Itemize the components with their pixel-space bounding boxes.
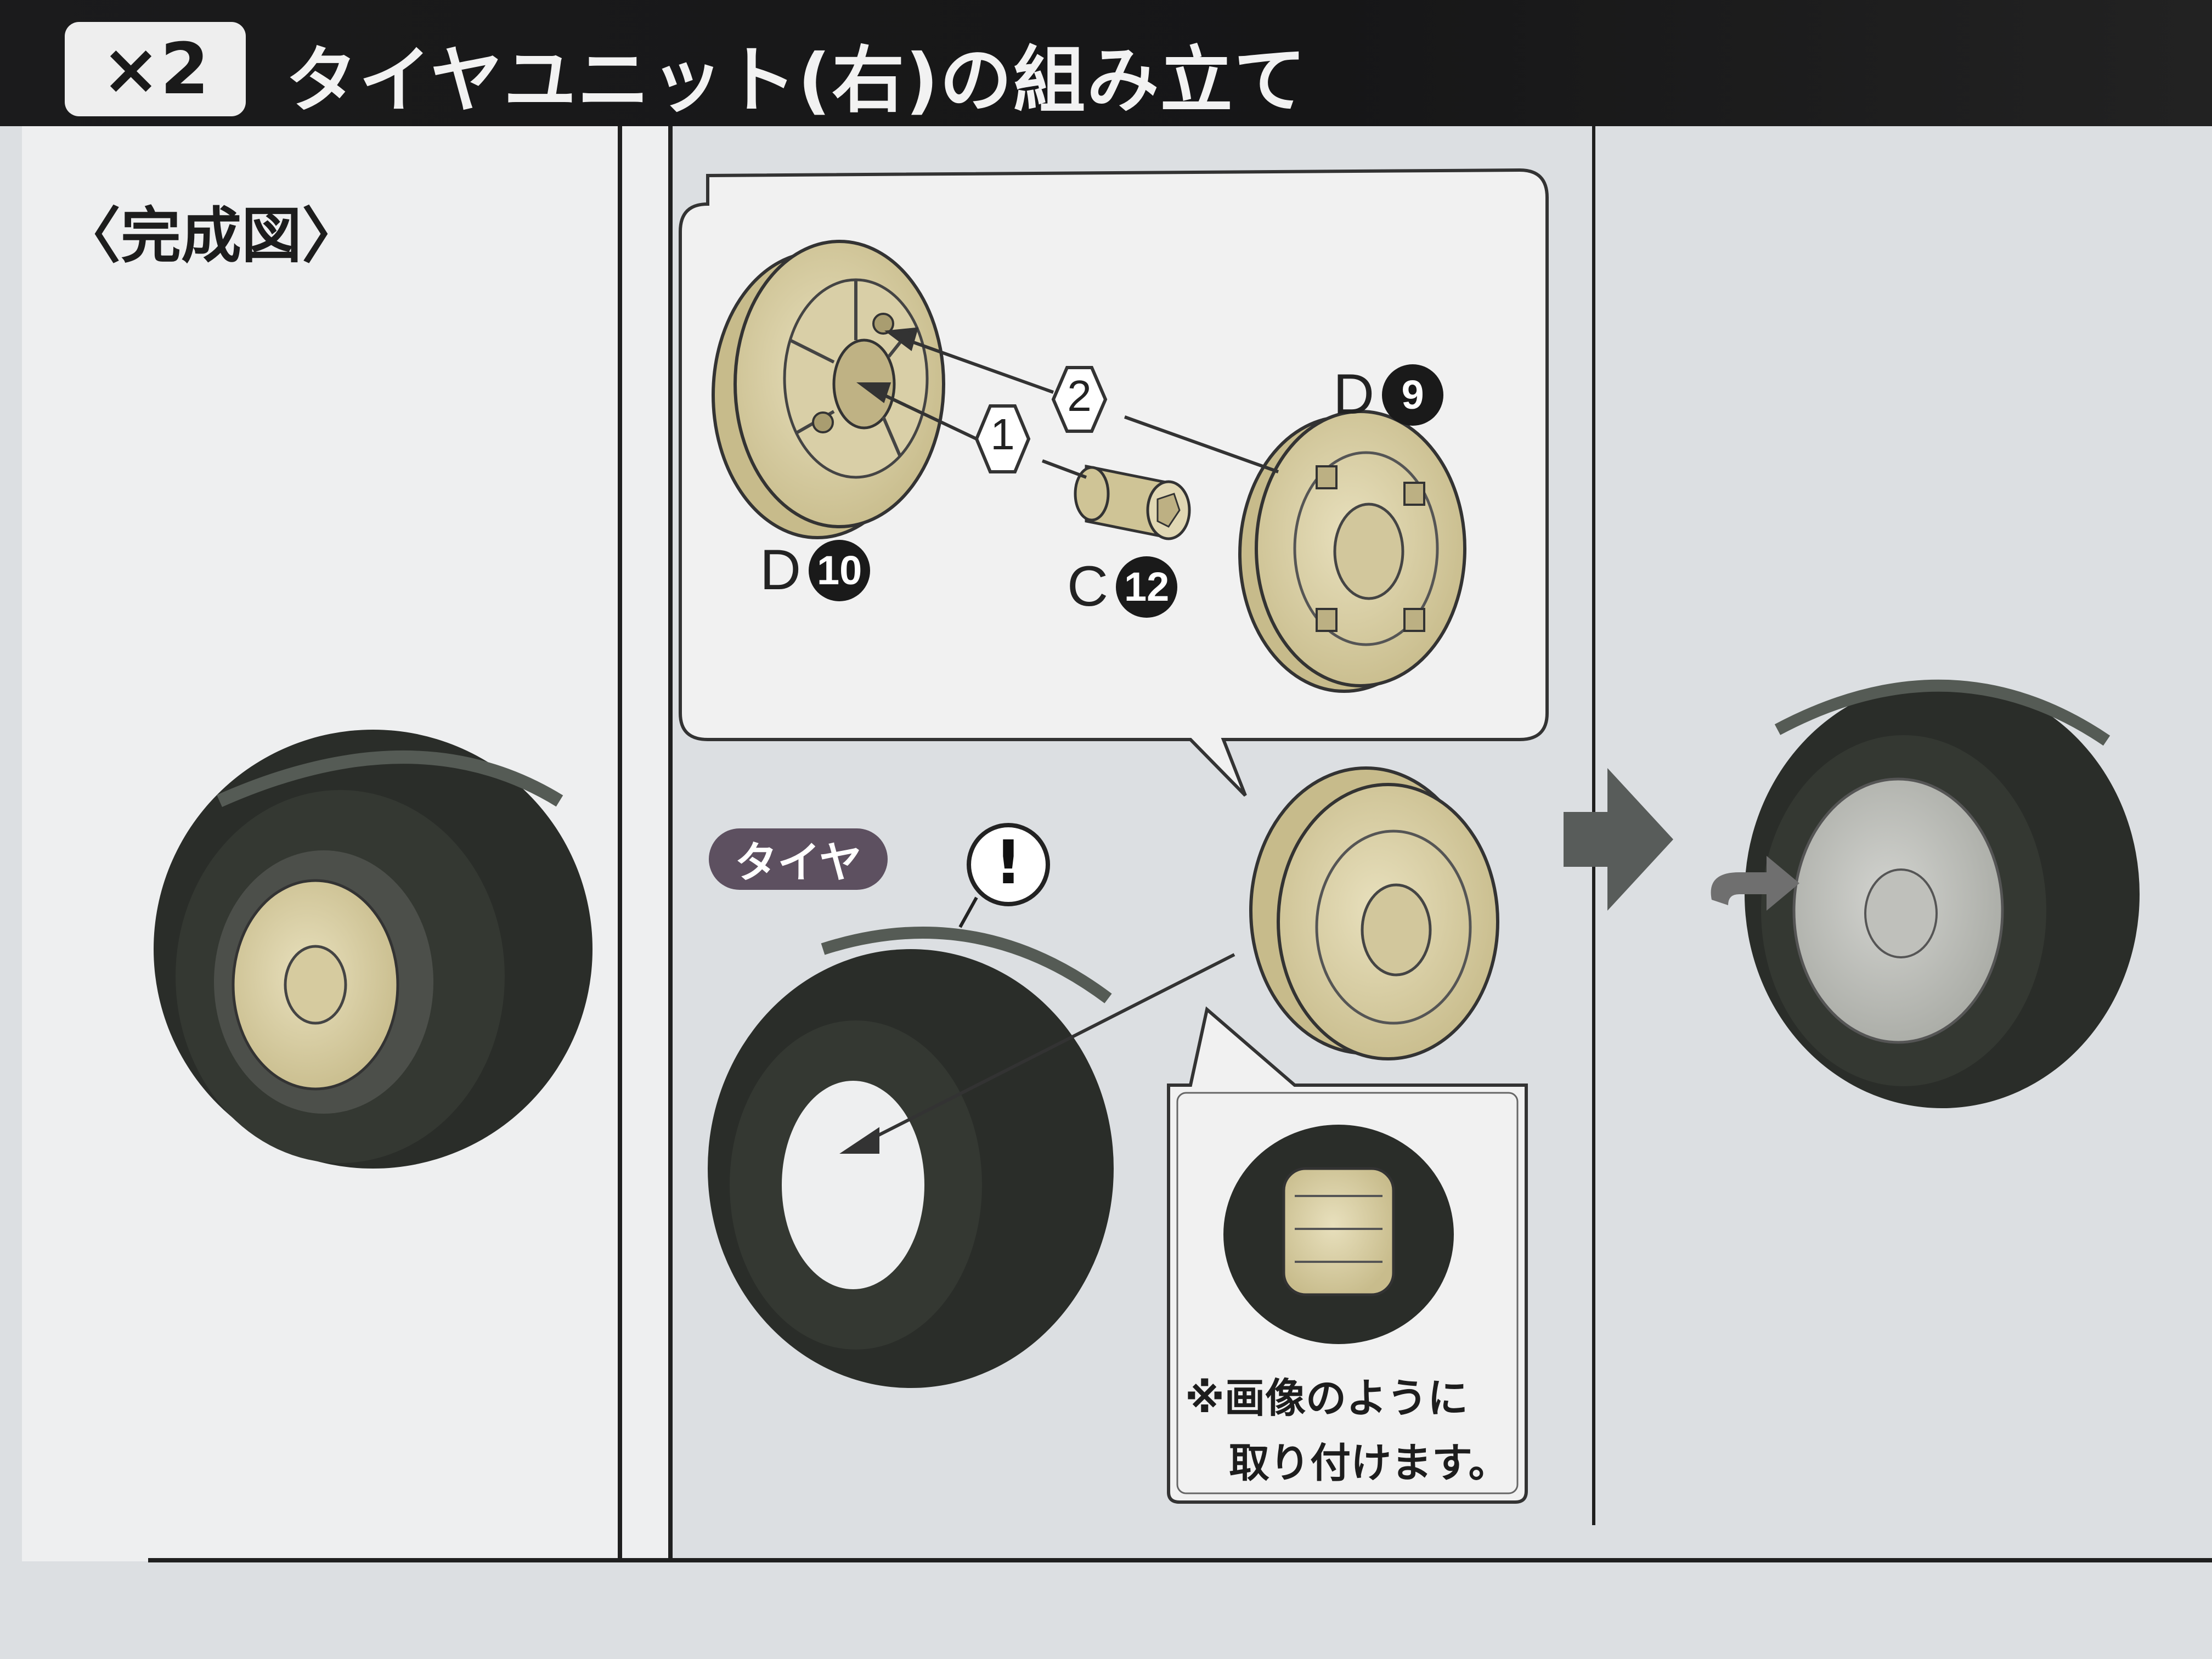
divider-left-2: [668, 126, 673, 1561]
divider-left: [618, 126, 622, 1561]
header-bar: ×2 タイヤユニット(右)の組み立て: [0, 0, 2212, 126]
arrow-step-1: [856, 382, 1087, 479]
part-number-c12: 12: [1116, 556, 1178, 618]
page-title: タイヤユニット(右)の組み立て: [285, 38, 1307, 123]
step-2-hex: [1051, 366, 1108, 433]
note-line-2: 取り付けます。: [1229, 1440, 1509, 1487]
part-number-d10: 10: [809, 539, 871, 601]
step-2-label: 2: [1067, 371, 1092, 420]
completed-view-label: 〈完成図〉: [60, 201, 362, 271]
part-number-d9: 9: [1382, 364, 1444, 426]
insert-arrow: [839, 953, 1235, 1154]
warning-mark: !: [994, 827, 1023, 898]
quantity-badge: ×2: [65, 22, 246, 116]
next-step-arrow-icon: [1564, 768, 1673, 911]
completed-tire: [154, 730, 592, 1169]
part-letter-c12: C: [1067, 555, 1109, 618]
note-illustration: [1223, 1125, 1454, 1344]
wheel-d10: [712, 240, 945, 539]
label-d9: D 9: [1333, 362, 1444, 427]
label-c12: C 12: [1067, 554, 1178, 619]
note-line-1: ※画像のように: [1185, 1375, 1468, 1422]
note-text: ※画像のように 取り付けます。: [1185, 1366, 1509, 1496]
part-letter-d9: D: [1333, 363, 1375, 426]
step-1-hex: [974, 404, 1031, 473]
divider-bottom: [148, 1558, 2212, 1562]
warning-icon: [967, 823, 1050, 906]
tire-part: [708, 927, 1114, 1388]
wheel-d9: [1238, 410, 1466, 693]
wheel-assembly: [1249, 766, 1499, 1060]
step-1-label: 1: [990, 410, 1015, 459]
result-tire: [1745, 679, 2140, 1108]
part-c12: [1074, 464, 1191, 540]
arrow-step-2: [884, 327, 1279, 473]
part-letter-d10: D: [760, 538, 802, 602]
rotate-icon: [1711, 856, 1799, 911]
tire-tag: タイヤ: [709, 828, 888, 890]
label-d10: D 10: [760, 538, 871, 603]
